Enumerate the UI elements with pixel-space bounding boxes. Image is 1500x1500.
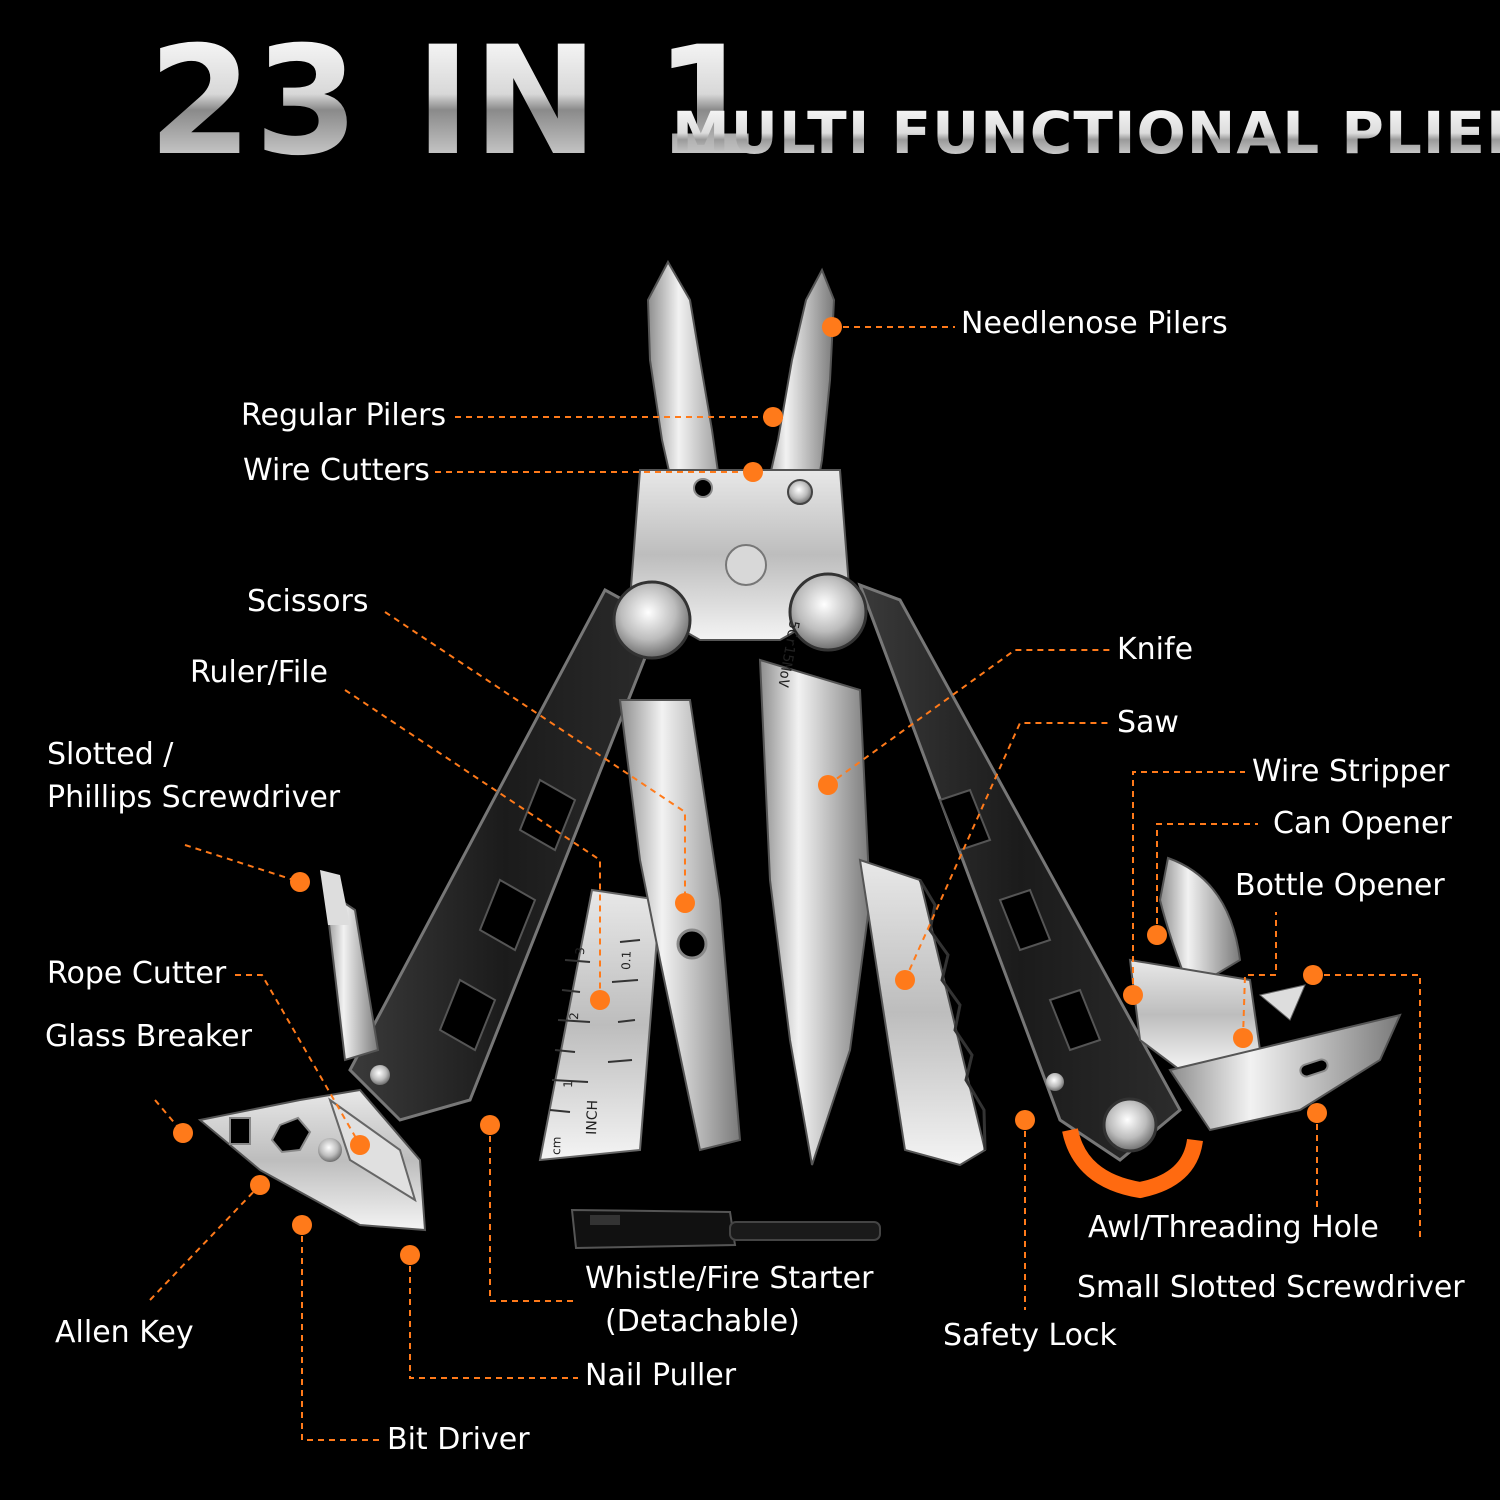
hammer-head xyxy=(197,1088,427,1232)
ruler-unit-cm: cm xyxy=(549,1136,564,1155)
label-needlenose-pliers: Needlenose Pilers xyxy=(961,306,1228,341)
label-glass-breaker: Glass Breaker xyxy=(45,1019,252,1054)
label-wire-cutters: Wire Cutters xyxy=(243,453,430,488)
scissors xyxy=(618,699,742,1152)
right-handle xyxy=(857,582,1203,1199)
label-saw: Saw xyxy=(1117,705,1179,740)
label-whistle-line1: Whistle/Fire Starter xyxy=(585,1261,874,1296)
ruler-number-2: 2 xyxy=(567,1012,581,1020)
ruler-number-1: 1 xyxy=(561,1080,575,1088)
whistle-fire-starter xyxy=(570,1208,881,1250)
label-bit-driver: Bit Driver xyxy=(387,1422,530,1457)
saw-blade xyxy=(858,858,987,1167)
ruler-unit-inch: INCH xyxy=(584,1100,601,1135)
left-pivot xyxy=(612,580,692,660)
headline-multi-functional-pliers: MULTI FUNCTIONAL PLIERS xyxy=(672,100,1500,166)
label-knife: Knife xyxy=(1117,632,1194,667)
label-nail-puller: Nail Puller xyxy=(585,1358,737,1393)
label-can-opener: Can Opener xyxy=(1273,806,1452,841)
label-safety-lock: Safety Lock xyxy=(943,1318,1117,1353)
label-allen-key: Allen Key xyxy=(55,1315,194,1350)
label-scissors: Scissors xyxy=(247,584,369,619)
knife-blade: 5Cr15MoV xyxy=(758,619,872,1166)
leader-lines xyxy=(149,326,1421,1441)
ruler-file: INCH cm 1 2 3 0.1 xyxy=(538,888,662,1162)
label-screwdriver-line2: Phillips Screwdriver xyxy=(47,780,341,815)
label-rope-cutter: Rope Cutter xyxy=(47,956,227,991)
multi-blade-stack xyxy=(1128,856,1402,1132)
label-bottle-opener: Bottle Opener xyxy=(1235,868,1445,903)
headline-23-in-1: 23 IN 1 xyxy=(148,15,761,189)
left-handle xyxy=(348,587,662,1122)
ruler-number-01: 0.1 xyxy=(619,951,634,971)
label-whistle-line2: (Detachable) xyxy=(605,1304,800,1339)
screwdriver-bit xyxy=(320,870,380,1062)
label-screwdriver-line1: Slotted / xyxy=(47,737,174,772)
ruler-number-3: 3 xyxy=(573,947,587,955)
label-small-slotted-screwdriver: Small Slotted Screwdriver xyxy=(1077,1270,1465,1305)
label-awl-threading-hole: Awl/Threading Hole xyxy=(1088,1210,1379,1245)
label-regular-pliers: Regular Pilers xyxy=(241,398,447,433)
right-pivot xyxy=(788,572,868,652)
callout-dots xyxy=(173,317,1327,1265)
label-wire-stripper: Wire Stripper xyxy=(1252,754,1450,789)
label-ruler-file: Ruler/File xyxy=(190,655,328,690)
